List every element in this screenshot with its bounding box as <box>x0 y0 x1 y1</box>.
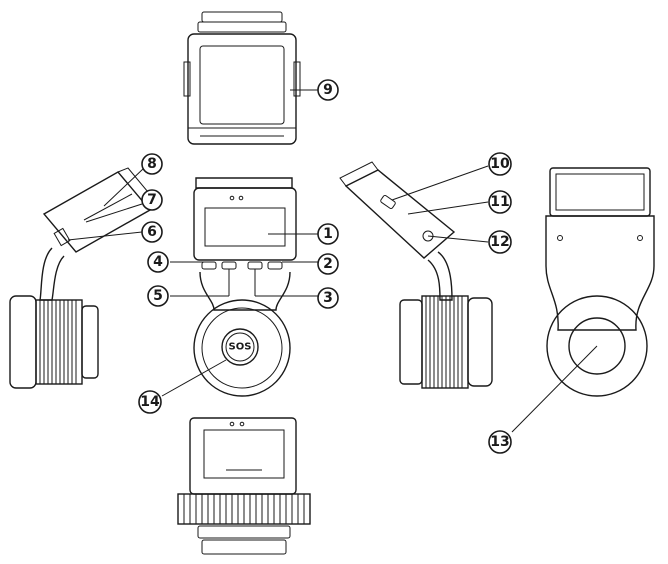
front-view: SOS <box>193 177 297 397</box>
left-side-view <box>9 167 159 389</box>
callout-13-label: 13 <box>490 434 509 450</box>
callout-4-label: 4 <box>153 254 163 270</box>
callout-11: 11 <box>488 190 512 214</box>
sos-button-label: SOS <box>229 342 252 353</box>
top-view <box>183 11 301 145</box>
callout-9-label: 9 <box>323 82 333 98</box>
callout-3-label: 3 <box>323 290 333 306</box>
rear-view <box>545 167 655 397</box>
callout-5: 5 <box>147 285 169 307</box>
callout-12: 12 <box>488 230 512 254</box>
callout-12-label: 12 <box>490 234 509 250</box>
right-side-view <box>339 161 493 389</box>
callout-10: 10 <box>488 152 512 176</box>
callout-13: 13 <box>488 430 512 454</box>
callout-1-label: 1 <box>323 226 333 242</box>
callout-1: 1 <box>317 223 339 245</box>
callout-3: 3 <box>317 287 339 309</box>
callout-8: 8 <box>141 153 163 175</box>
callout-2: 2 <box>317 253 339 275</box>
bottom-view <box>177 417 311 555</box>
callout-9: 9 <box>317 79 339 101</box>
callout-10-label: 10 <box>490 156 510 172</box>
callout-14-label: 14 <box>140 394 160 410</box>
callout-6-label: 6 <box>147 224 157 240</box>
callout-5-label: 5 <box>153 288 163 304</box>
callout-11-label: 11 <box>490 194 509 210</box>
callout-7-label: 7 <box>147 192 157 208</box>
callout-7: 7 <box>141 189 163 211</box>
callout-14: 14 <box>138 390 162 414</box>
leader-lines <box>67 89 598 433</box>
callout-4: 4 <box>147 251 169 273</box>
callout-2-label: 2 <box>323 256 333 272</box>
callout-6: 6 <box>141 221 163 243</box>
callout-8-label: 8 <box>147 156 157 172</box>
